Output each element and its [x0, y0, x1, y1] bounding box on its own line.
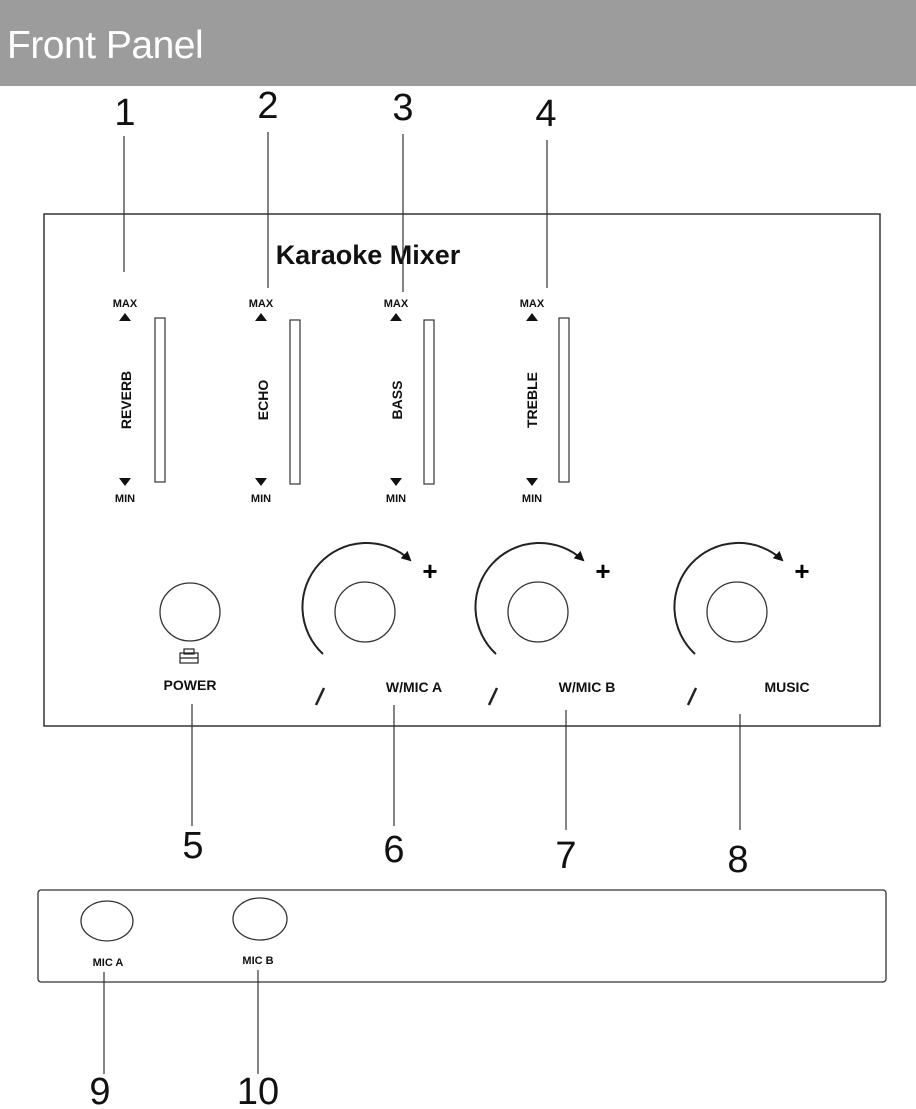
slider-bass[interactable]: MAX BASS MIN [384, 298, 435, 505]
slider-track[interactable] [154, 317, 166, 483]
up-triangle-icon [526, 313, 538, 321]
up-triangle-icon [255, 313, 267, 321]
callout-8: 8 [727, 839, 748, 881]
slider-max-label: MAX [249, 298, 274, 310]
jack-socket[interactable] [232, 897, 288, 941]
jack-panel [37, 889, 887, 983]
minus-icon [314, 687, 326, 706]
down-triangle-icon [526, 478, 538, 486]
callout-10: 10 [237, 1071, 279, 1109]
slider-min-label: MIN [115, 493, 135, 505]
rotation-arrow-icon [474, 542, 585, 655]
knob-label: W/MIC A [386, 679, 442, 695]
knob[interactable] [507, 581, 569, 643]
section-title: Front Panel [7, 24, 204, 67]
slider-track[interactable] [558, 317, 570, 483]
slider-max-label: MAX [113, 298, 138, 310]
slider-label: BASS [389, 381, 405, 420]
knob[interactable] [334, 581, 396, 643]
slider-min-label: MIN [522, 493, 542, 505]
rotation-arrow-icon [673, 542, 784, 655]
section-header: Front Panel [0, 0, 916, 86]
power-button[interactable] [159, 582, 221, 642]
callout-3: 3 [392, 87, 413, 129]
mic-a-jack[interactable]: MIC A [80, 900, 134, 969]
power-label: POWER [164, 677, 217, 693]
down-triangle-icon [119, 478, 131, 486]
rotation-arrow-icon [301, 542, 412, 655]
knob[interactable] [706, 581, 768, 643]
jack-label: MIC A [93, 957, 124, 969]
mic-b-jack[interactable]: MIC B [232, 897, 288, 967]
callout-6: 6 [383, 829, 404, 871]
minus-icon [487, 687, 499, 706]
knob-wmic-a[interactable]: + W/MIC A [301, 542, 442, 706]
up-triangle-icon [119, 313, 131, 321]
knob-music[interactable]: + MUSIC [673, 542, 810, 706]
slider-min-label: MIN [386, 493, 406, 505]
up-triangle-icon [390, 313, 402, 321]
front-panel-diagram: Karaoke Mixer 1 2 3 4 MAX REVERB MIN MAX… [37, 86, 887, 1109]
slider-echo[interactable]: MAX ECHO MIN [249, 298, 301, 505]
plus-icon: + [794, 556, 809, 586]
slider-label: TREBLE [524, 372, 540, 428]
slider-track[interactable] [289, 319, 301, 485]
mixer-panel [43, 213, 881, 727]
callout-2: 2 [257, 86, 278, 127]
slider-label: REVERB [118, 371, 134, 429]
slider-min-label: MIN [251, 493, 271, 505]
callout-5: 5 [182, 825, 203, 867]
slider-treble[interactable]: MAX TREBLE MIN [520, 298, 570, 505]
slider-max-label: MAX [520, 298, 545, 310]
power-switch-icon [179, 648, 199, 664]
knob-label: MUSIC [764, 679, 809, 695]
slider-track[interactable] [423, 319, 435, 485]
callout-4: 4 [535, 93, 556, 135]
power-button-group[interactable]: POWER [159, 582, 221, 693]
callout-7: 7 [555, 835, 576, 877]
jack-label: MIC B [242, 955, 273, 967]
down-triangle-icon [390, 478, 402, 486]
panel-title: Karaoke Mixer [276, 240, 461, 270]
plus-icon: + [595, 556, 610, 586]
callout-9: 9 [89, 1071, 110, 1109]
down-triangle-icon [255, 478, 267, 486]
minus-icon [686, 687, 698, 706]
slider-max-label: MAX [384, 298, 409, 310]
knob-wmic-b[interactable]: + W/MIC B [474, 542, 616, 706]
jack-socket[interactable] [80, 900, 134, 942]
slider-reverb[interactable]: MAX REVERB MIN [113, 298, 166, 505]
slider-label: ECHO [255, 380, 271, 421]
callout-1: 1 [114, 92, 135, 134]
plus-icon: + [422, 556, 437, 586]
knob-label: W/MIC B [559, 679, 616, 695]
